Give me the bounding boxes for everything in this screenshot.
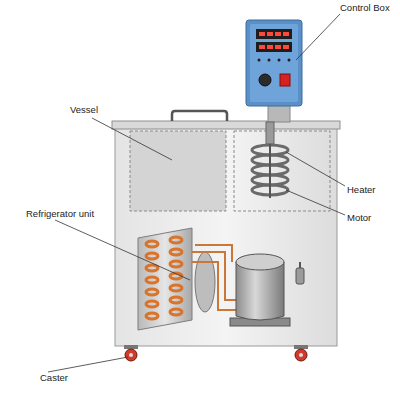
part-label: Refrigerator unit <box>26 208 94 219</box>
part-label: Control Box <box>340 2 390 13</box>
part-label: Vessel <box>70 104 98 115</box>
part-label: Heater <box>347 184 376 195</box>
part-label: Caster <box>40 372 68 383</box>
part-label: Motor <box>347 212 371 223</box>
